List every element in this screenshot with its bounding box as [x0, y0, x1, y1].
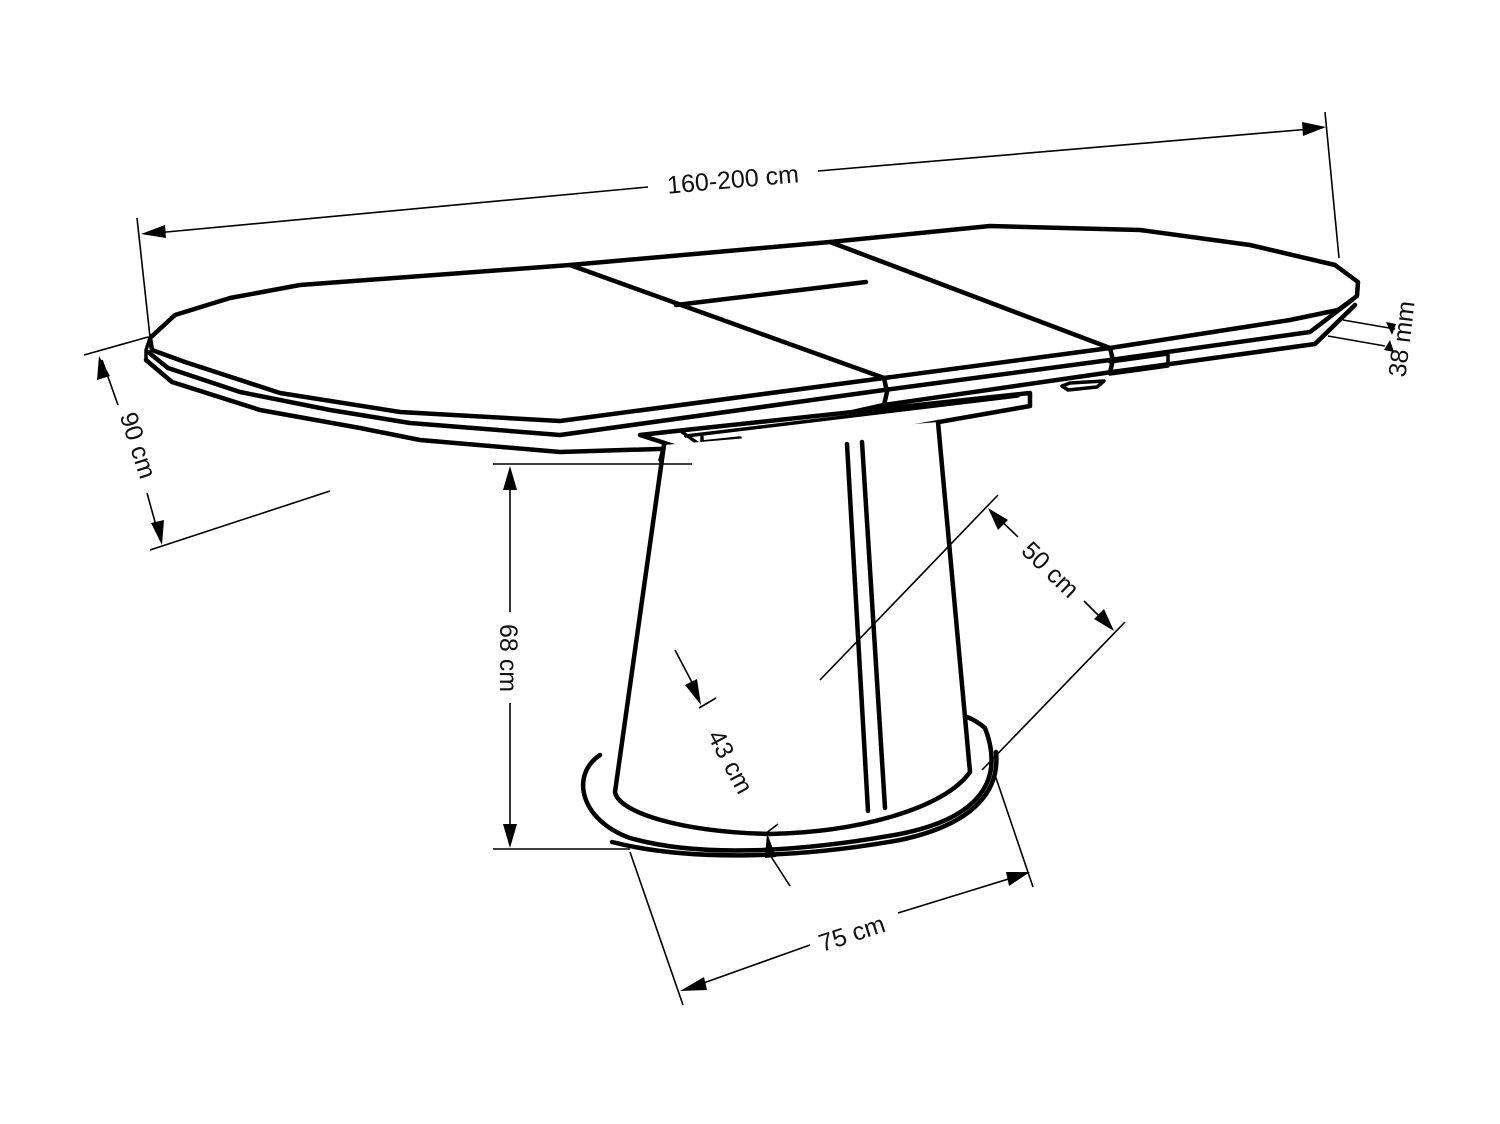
pedestal-seam-left — [844, 441, 871, 814]
table-top-surface — [147, 223, 1361, 424]
extension-line-left — [136, 217, 151, 338]
dimension-line-right — [817, 127, 1323, 172]
extension-line-right — [993, 771, 1034, 888]
extension-line-right — [1324, 111, 1340, 259]
extension-line-top — [819, 494, 999, 681]
arrow-down-icon — [503, 824, 517, 848]
extension-line-top — [83, 336, 149, 356]
extension-line-left — [629, 851, 684, 1006]
arrow-down-icon — [685, 679, 701, 705]
leaf-seam-middle — [673, 279, 869, 308]
extension-line-top — [1342, 319, 1396, 330]
arrow-up-icon — [503, 466, 517, 490]
extension-line-bottom — [1327, 335, 1386, 347]
width-label: 90 cm — [114, 409, 162, 482]
arrow-right-icon — [1006, 872, 1030, 886]
leaf-seam-left-edge — [881, 375, 890, 408]
length-label: 160-200 cm — [666, 160, 800, 199]
table-top — [143, 223, 1361, 455]
thickness-label: 38 mm — [1384, 299, 1421, 378]
base-plate-lower-edge — [609, 749, 999, 858]
leaf-seam-left — [567, 262, 887, 381]
leaf-seam-right — [827, 239, 1113, 351]
arrow-down-icon — [151, 520, 164, 545]
height-label: 68 cm — [494, 624, 522, 692]
arrow-left-icon — [680, 977, 707, 991]
arrow-up-icon — [765, 833, 776, 858]
arrow-down-icon — [1386, 322, 1396, 335]
slide-bracket-right — [1060, 379, 1106, 392]
dimension-line-right — [897, 872, 1029, 914]
arrow-up-icon — [97, 356, 110, 380]
table-top-edge-lower — [143, 302, 1358, 455]
pointer-line-bottom — [769, 854, 791, 887]
table-top-edge-upper — [145, 297, 1355, 438]
table-top-left-cap — [144, 336, 152, 362]
extension-line-bottom — [981, 621, 1126, 771]
dimension-height: 68 cm — [493, 463, 692, 850]
base-plate-label: 75 cm — [815, 910, 888, 958]
arrow-up-icon — [1384, 340, 1394, 352]
dimension-thickness: 38 mm — [1327, 299, 1421, 379]
slide-rail-right — [1108, 352, 1170, 376]
support-frame-top-strip — [684, 394, 1020, 438]
extension-line-bottom — [149, 490, 331, 551]
dimension-line-left — [144, 186, 649, 235]
tick-bottom — [764, 823, 779, 835]
arrow-right-icon — [1302, 122, 1326, 136]
tick-top — [698, 697, 717, 709]
pedestal — [581, 419, 999, 858]
arrow-down-right-icon — [1094, 609, 1114, 631]
arrow-left-icon — [141, 225, 166, 238]
pedestal-cone-left-join — [658, 443, 666, 462]
pedestal-top-label: 50 cm — [1016, 536, 1084, 603]
arrow-up-left-icon — [988, 508, 1008, 530]
pedestal-cone — [612, 419, 973, 837]
